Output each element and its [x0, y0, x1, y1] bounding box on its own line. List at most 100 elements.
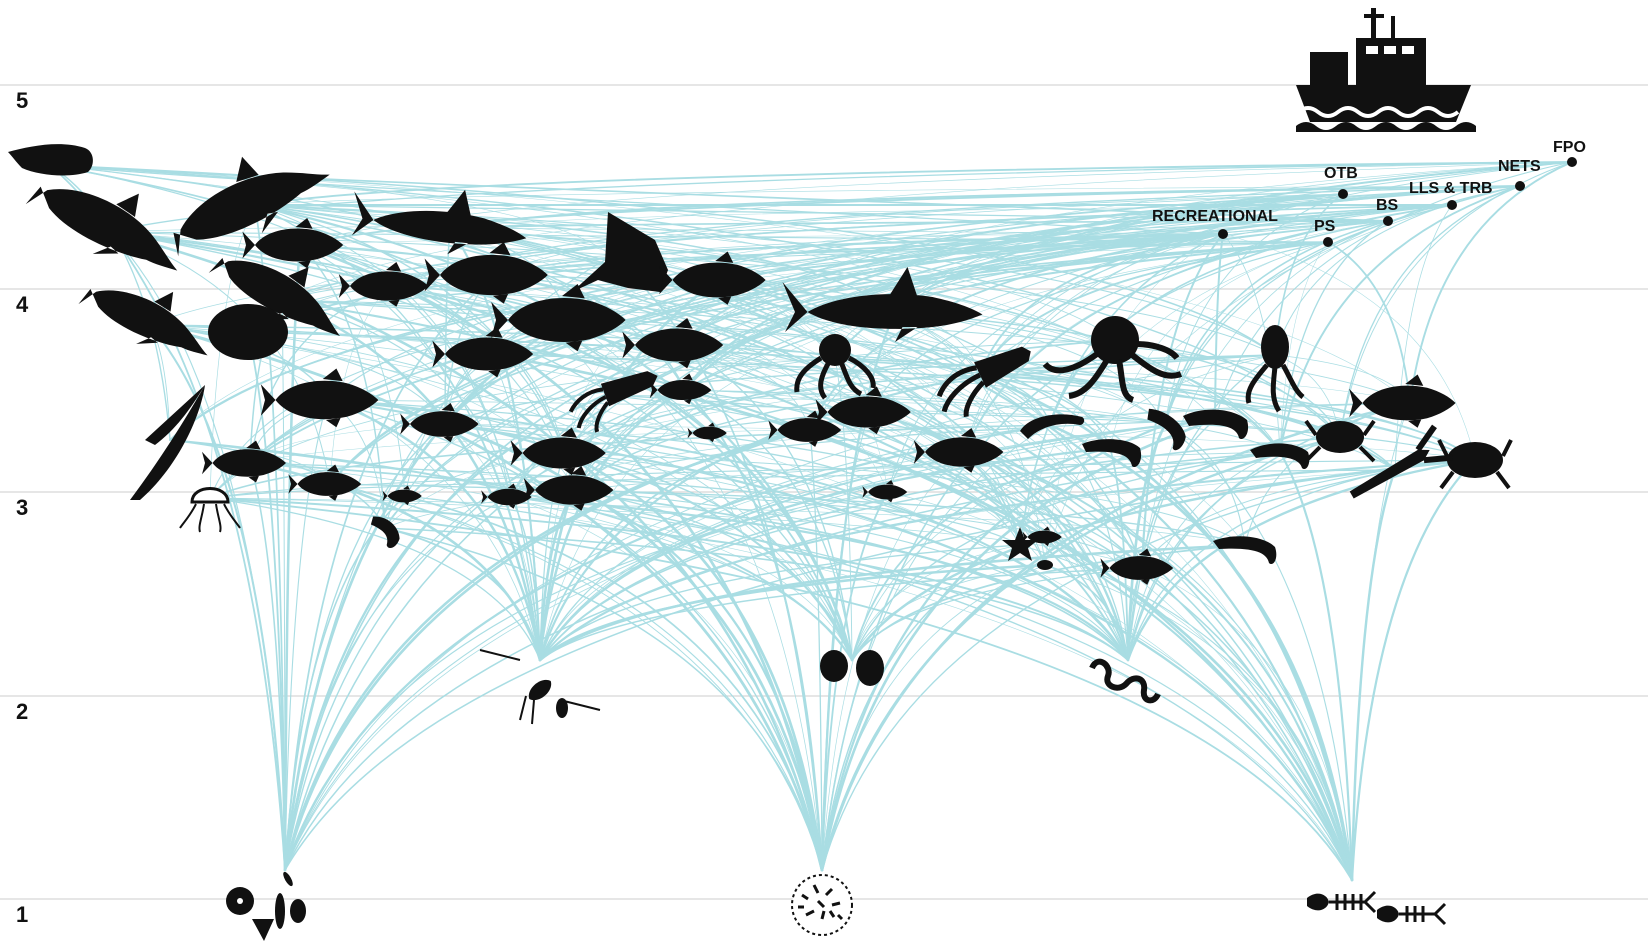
amphipod-icon: [820, 650, 884, 686]
trophic-link: [684, 389, 1281, 453]
trophic-link: [851, 544, 1246, 661]
trophic-link: [249, 424, 1051, 464]
trophic-link: [169, 193, 1344, 441]
shrimp-icon: [1147, 408, 1186, 451]
trophic-link: [821, 544, 1021, 871]
trophic-link: [564, 452, 1353, 881]
trophic-link: [1044, 185, 1521, 566]
trophic-link: [284, 344, 681, 871]
trophic-link: [1126, 458, 1477, 662]
trophic-link: [49, 164, 171, 441]
trophic-link: [604, 394, 1021, 546]
trophic-link: [679, 161, 1573, 346]
trophic-link: [449, 227, 981, 376]
trophic-link: [1044, 564, 1129, 661]
trophic-link: [1019, 354, 1276, 546]
trophic-link: [1019, 233, 1224, 546]
trophic-link: [284, 496, 511, 871]
fleet-label-ps: PS: [1314, 218, 1336, 235]
trophic-link: [329, 483, 823, 871]
trophic-link: [538, 543, 1247, 662]
seabird-icon: [130, 385, 205, 500]
trophic-link: [1350, 458, 1477, 882]
fleet-label-recreational: RECREATIONAL: [1152, 208, 1278, 225]
trophic-link: [444, 185, 1521, 425]
phytoplankton-icon: [226, 871, 306, 941]
trophic-link: [509, 496, 823, 871]
trophic-link: [327, 399, 823, 871]
trophic-link: [249, 462, 1021, 546]
trophic-link: [1279, 241, 1329, 453]
fleet-label-fpo: FPO: [1553, 139, 1586, 156]
trophic-link: [249, 462, 853, 661]
trophic-link: [964, 193, 1344, 453]
trophic-link: [1222, 233, 1476, 461]
trophic-link: [449, 204, 1453, 229]
shrimp-icon: [1020, 414, 1085, 439]
shrimp-icon: [1213, 536, 1277, 565]
fleet-dot-bs: [1383, 216, 1393, 226]
trophic-link: [443, 422, 1354, 882]
trophic-link: [868, 410, 1130, 662]
trophic-link: [564, 452, 853, 661]
trophic-link: [964, 451, 1353, 881]
trophic-link: [489, 353, 541, 661]
trophic-link: [169, 439, 386, 529]
squid-icon: [568, 371, 658, 433]
trophic-link: [1278, 450, 1354, 882]
trophic-link: [1164, 220, 1389, 426]
trophic-link: [209, 497, 1353, 881]
trophic-link: [821, 564, 1046, 871]
squid-icon: [936, 346, 1031, 418]
trophic-link: [109, 231, 1129, 661]
trophic-link: [280, 298, 1354, 882]
trophic-link: [384, 527, 541, 661]
trophic-link: [509, 496, 541, 661]
trophic-link: [329, 185, 1521, 485]
shrimp-icon: [370, 516, 400, 549]
trophic-link: [49, 164, 1224, 235]
trophic-link: [49, 164, 1411, 404]
trophic-link: [1049, 220, 1389, 426]
shrimp-icon: [1250, 443, 1310, 470]
trophic-links: [49, 161, 1573, 882]
tick-label-3: 3: [16, 495, 28, 520]
trophic-link: [679, 344, 853, 661]
fleet-markers: RECREATIONAL OTB PS BS LLS & TRB NETS FP…: [1152, 139, 1586, 247]
trophic-link: [851, 544, 1021, 661]
trophic-link: [209, 459, 1476, 499]
fishing-boat-icon: [1296, 8, 1476, 132]
dolphin-icon: [73, 256, 227, 375]
trophic-link: [1394, 204, 1453, 471]
fleet-label-nets: NETS: [1498, 158, 1541, 175]
trophic-link: [508, 495, 1130, 662]
octopus-icon: [794, 334, 876, 400]
trophic-link: [1109, 241, 1329, 449]
worm-icon: [1089, 658, 1161, 704]
trophic-link: [284, 354, 1276, 871]
fleet-dot-fpo: [1567, 157, 1577, 167]
trophic-link: [329, 204, 1453, 485]
trophic-link: [564, 279, 721, 454]
ray-icon: [572, 212, 668, 292]
starfish-icon: [1002, 527, 1038, 561]
trophic-link: [539, 429, 811, 661]
trophic-link: [1274, 185, 1521, 356]
trophic-link: [327, 399, 1341, 438]
trophic-link: [1164, 193, 1344, 426]
trophic-link: [281, 299, 511, 498]
trophic-link: [1214, 161, 1573, 421]
turtle-icon: [208, 304, 288, 360]
trophic-link: [149, 324, 853, 661]
trophic-link: [449, 185, 1521, 229]
trophic-link: [851, 419, 1216, 661]
jellyfish-icon: [179, 487, 241, 533]
trophic-link: [1141, 220, 1389, 569]
trophic-link: [574, 489, 1143, 569]
fish-icon: [1349, 374, 1456, 428]
trophic-link: [299, 244, 386, 529]
trophic-link: [564, 452, 1246, 546]
trophic-link: [299, 244, 406, 497]
trophic-link: [209, 424, 1051, 499]
